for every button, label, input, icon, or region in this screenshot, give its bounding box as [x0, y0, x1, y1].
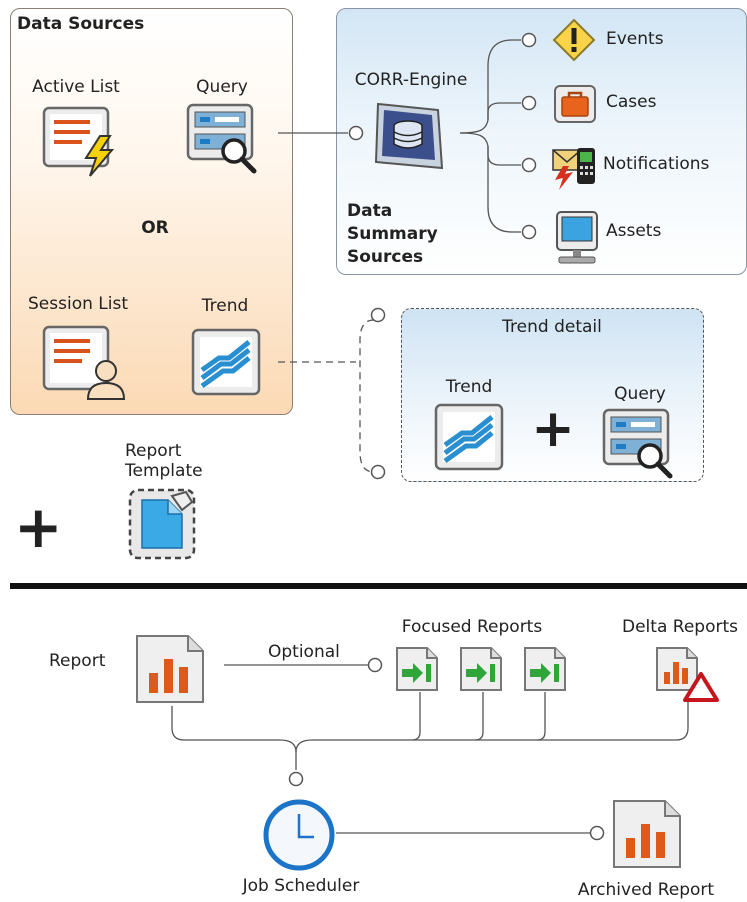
trend-label: Trend: [201, 296, 249, 316]
summary-title-line-3: Sources: [347, 247, 424, 267]
data-summary-sources-title: Data Summary Sources: [347, 200, 438, 269]
notifications-connector: [487, 146, 521, 166]
section-divider: [10, 583, 747, 589]
report-template-label-line-2: Template: [125, 461, 203, 481]
job-scheduler-label: Job Scheduler: [242, 876, 360, 896]
query-label: Query: [196, 77, 248, 97]
delta-report-icon: [656, 647, 719, 702]
active-list-icon: [42, 106, 115, 177]
report-template-label-line-1: Report: [125, 441, 182, 461]
trend-detail-query-label: Query: [614, 384, 666, 404]
archived-report-label: Archived Report: [577, 880, 715, 900]
job-scheduler-clock-icon: [263, 799, 335, 871]
summary-title-line-2: Summary: [347, 224, 438, 244]
trend-detail-trend-icon: [434, 403, 504, 471]
cases-label: Cases: [606, 92, 657, 112]
focused-report-icon-3: [524, 647, 566, 691]
events-connector: [487, 39, 521, 120]
query-icon: [186, 103, 257, 174]
focused-report-icon-1: [396, 647, 438, 691]
session-list-icon: [42, 325, 126, 400]
cases-briefcase-icon: [554, 85, 596, 123]
report-template-plus: +: [14, 493, 63, 561]
corr-engine-icon: [374, 102, 444, 170]
or-label: OR: [141, 218, 169, 238]
corr-engine-label: CORR-Engine: [354, 70, 468, 90]
trend-icon: [191, 328, 261, 396]
assets-computer-icon: [556, 211, 598, 264]
focused-report-icon-2: [460, 647, 502, 691]
report-icon: [136, 635, 204, 703]
assets-label: Assets: [606, 221, 662, 241]
data-sources-title: Data Sources: [17, 14, 145, 34]
notifications-label: Notifications: [603, 154, 710, 174]
archived-report-icon: [613, 800, 681, 868]
focused-reports-label: Focused Reports: [401, 617, 543, 637]
trend-detail-trend-label: Trend: [445, 377, 493, 397]
optional-label: Optional: [268, 642, 340, 662]
assets-connector: [487, 146, 521, 233]
trend-detail-plus: +: [531, 399, 575, 459]
report-label: Report: [49, 651, 106, 671]
summary-title-line-1: Data: [347, 201, 393, 221]
report-template-icon: [128, 488, 196, 560]
cases-connector: [487, 102, 521, 120]
active-list-label: Active List: [32, 77, 120, 97]
report-bracket: [171, 706, 297, 770]
notifications-icon: [552, 148, 595, 190]
trend-detail-query-icon: [602, 408, 673, 479]
report-template-label: Report Template: [125, 441, 203, 481]
events-warning-icon: [552, 18, 596, 62]
trend-detail-title: Trend detail: [502, 317, 602, 337]
delta-reports-label: Delta Reports: [622, 617, 738, 637]
session-list-label: Session List: [28, 294, 128, 314]
events-label: Events: [606, 29, 664, 49]
